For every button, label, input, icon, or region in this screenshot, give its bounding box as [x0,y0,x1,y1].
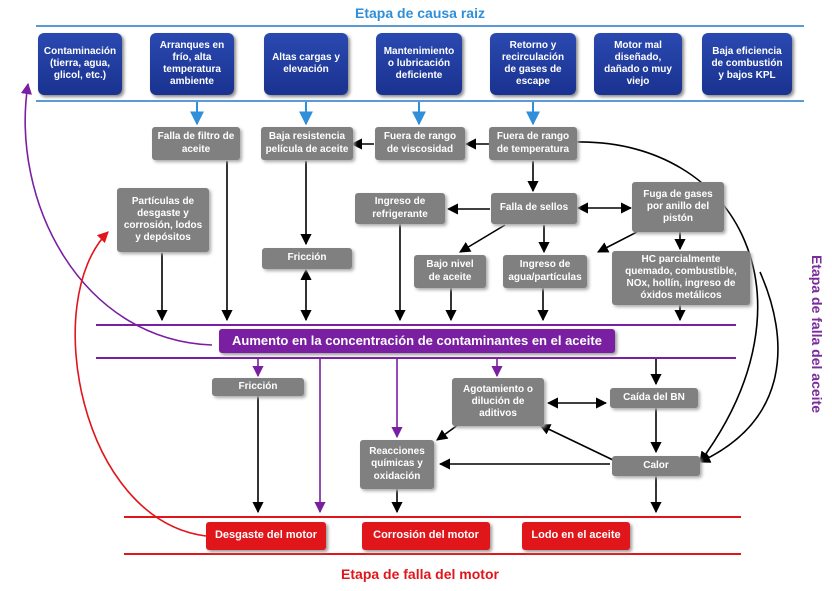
node-particulas: Partículas de desgaste y corrosión, lodo… [117,188,209,252]
node-lodo-aceite: Lodo en el aceite [522,522,630,550]
node-ingreso-refrigerante: Ingreso de refrigerante [355,193,445,224]
node-aumento-contaminantes: Aumento en la concentración de contamina… [219,329,615,353]
root-cause-motor-mal: Motor mal diseñado, dañado o muy viejo [594,33,682,95]
root-cause-mantenimiento: Mantenimiento o lubricación deficiente [376,33,462,95]
node-corrosion-motor: Corrosión del motor [362,522,490,550]
node-falla-filtro: Falla de filtro de aceite [152,127,240,160]
root-cause-baja-eficiencia: Baja eficiencia de combustión y bajos KP… [702,33,792,95]
root-cause-arranques: Arranques en frío, alta temperatura ambi… [150,33,234,95]
node-fuera-viscosidad: Fuera de rango de viscosidad [375,127,465,160]
root-cause-altas-cargas: Altas cargas y elevación [264,33,348,95]
title-engine-failure: Etapa de falla del motor [341,566,499,582]
node-friccion-lower: Fricción [212,378,304,396]
arrow-hc-calor-curve [698,271,779,463]
red-feedback-curve [74,231,207,537]
node-desgaste-motor: Desgaste del motor [206,522,326,550]
purple-feedback-curve [20,82,213,346]
root-cause-retorno: Retorno y recirculación de gases de esca… [490,33,576,95]
node-calor: Calor [612,456,700,476]
node-ingreso-agua: Ingreso de agua/partículas [503,255,587,288]
root-cause-contaminacion: Contaminación (tierra, agua, glicol, etc… [38,33,122,95]
node-friccion-upper: Fricción [262,248,352,269]
node-hc-parcial: HC parcialmente quemado, combustible, NO… [612,251,750,305]
arrow-fuga-agua [597,231,638,253]
node-falla-sellos: Falla de sellos [491,193,577,224]
title-root-cause: Etapa de causa raiz [355,5,485,21]
node-fuera-temperatura: Fuera de rango de temperatura [489,127,577,160]
arrow-temperatura-calor-curve [575,141,759,463]
node-bajo-nivel: Bajo nivel de aceite [414,255,486,288]
node-agotamiento: Agotamiento o dilución de aditivos [452,378,544,426]
node-baja-resistencia: Baja resistencia película de aceite [261,127,353,160]
node-reacciones: Reacciones químicas y oxidación [360,440,434,489]
node-caida-bn: Caída del BN [610,388,698,408]
arrow-calor-agotamiento [538,424,614,461]
node-fuga-gases: Fuga de gases por anillo del pistón [632,182,724,232]
title-oil-failure: Etapa de falla del aceite [809,255,825,413]
arrow-sellos-bajo-nivel [459,224,506,253]
